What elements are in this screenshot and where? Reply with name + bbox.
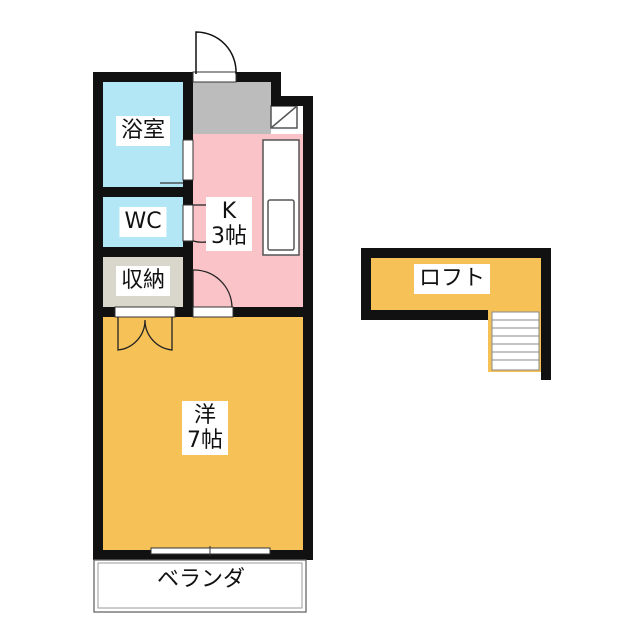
kitchen-label: K 3帖: [206, 197, 252, 251]
bath-label: 浴室: [115, 116, 171, 146]
entry-area: [193, 82, 271, 134]
closet-label: 収納: [115, 266, 171, 296]
kitchen-label-line1: K: [221, 199, 237, 224]
kitchen-door-swing: [192, 269, 233, 308]
balcony-label: ベランダ: [151, 565, 251, 595]
walls: [93, 72, 551, 560]
entry-door-swing: [195, 31, 237, 75]
loft-label: ロフト: [413, 264, 491, 294]
western-room-label-line1: 洋: [193, 403, 216, 428]
closet-door-swing: [117, 317, 173, 351]
wc-label: WC: [119, 207, 167, 237]
western-room-label: 洋 7帖: [182, 401, 228, 455]
kitchen-label-line2: 3帖: [211, 224, 247, 249]
sink: [267, 199, 295, 251]
western-room-label-line2: 7帖: [187, 428, 223, 453]
loft-stairs: [488, 310, 541, 372]
